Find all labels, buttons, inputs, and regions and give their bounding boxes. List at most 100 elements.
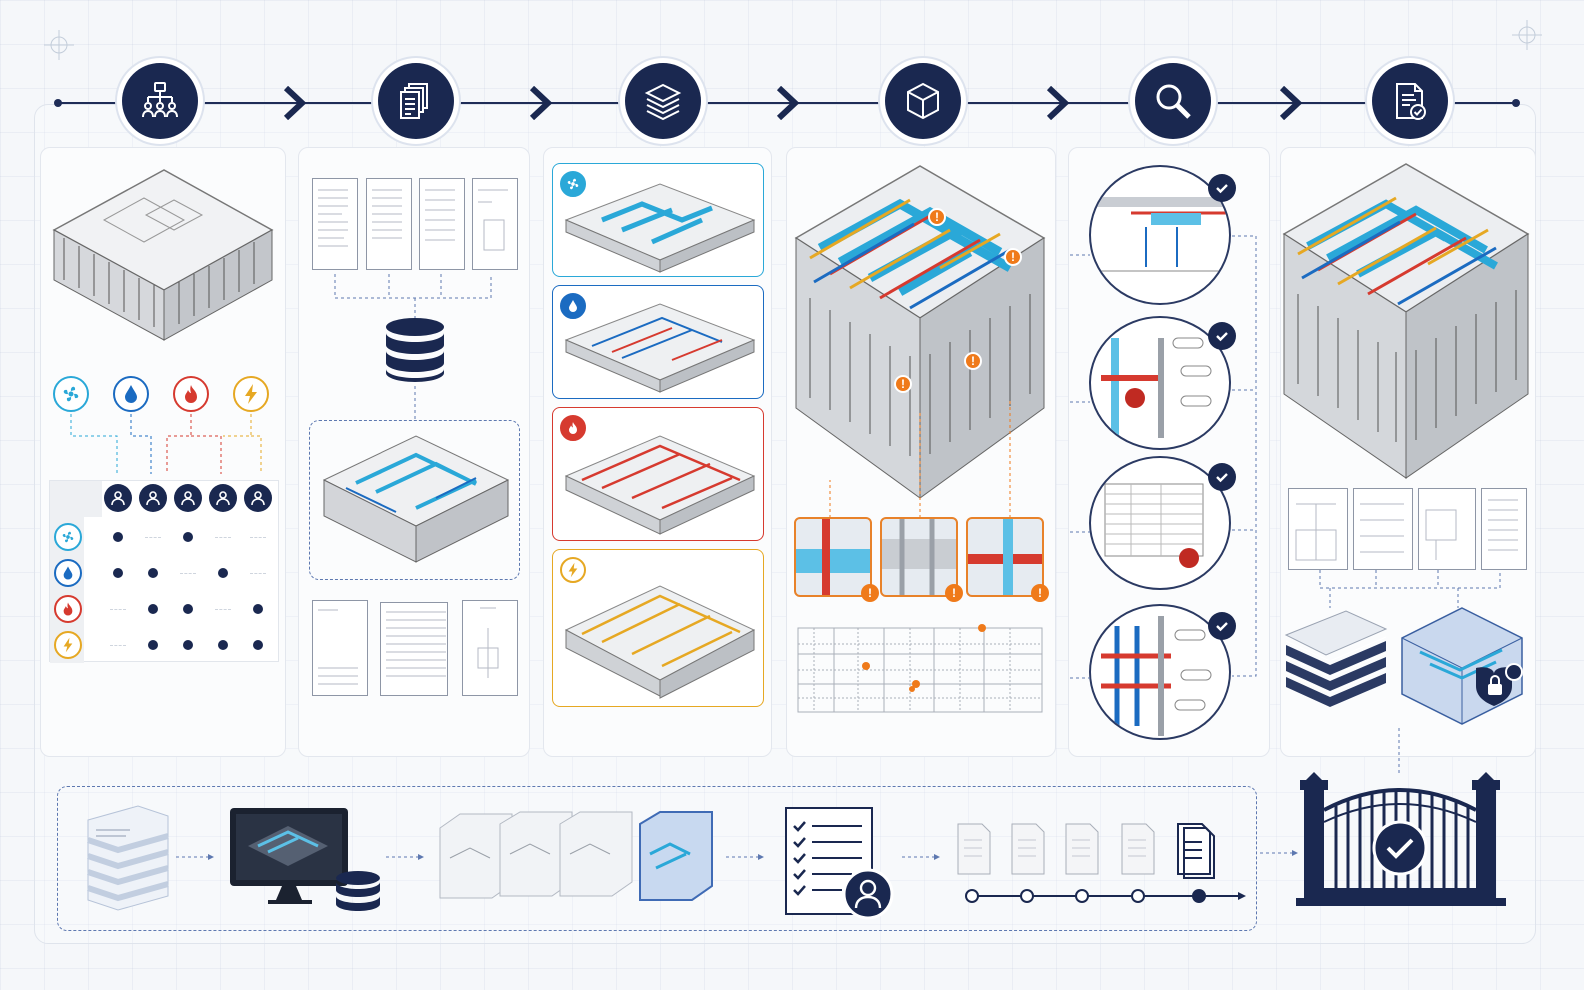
- clash-thumbnail[interactable]: [966, 517, 1044, 597]
- cube-icon: [907, 82, 939, 120]
- floor-plan-clash-map: [797, 624, 1043, 713]
- matrix-assignment-dot: [148, 640, 158, 650]
- spec-document: [312, 178, 358, 270]
- check-icon: [1208, 174, 1236, 202]
- revision-node[interactable]: [1020, 889, 1034, 903]
- review-detail-risers[interactable]: [1089, 604, 1231, 740]
- electrical-model: [564, 585, 756, 699]
- matrix-empty-cell: [215, 537, 231, 538]
- matrix-assignment-dot: [183, 604, 193, 614]
- review-detail-piping[interactable]: [1089, 316, 1231, 450]
- matrix-assignment-dot: [183, 640, 193, 650]
- chevron-right-icon: [1047, 86, 1069, 120]
- checklist-approver-icon: [785, 807, 894, 920]
- monitor-bim-icon: [230, 808, 380, 911]
- crosshair-icon: [1512, 20, 1542, 50]
- chevron-right-icon: [1280, 86, 1302, 120]
- timeline-start-dot: [54, 99, 62, 107]
- crosshair-icon: [44, 30, 74, 60]
- warning-icon: !: [945, 584, 963, 602]
- matrix-empty-cell: [110, 645, 126, 646]
- water-drop-icon: [560, 293, 586, 319]
- final-drawing-sheet: [1353, 488, 1413, 570]
- lightning-icon: [54, 631, 82, 659]
- user-icon: [244, 484, 272, 512]
- timeline-end-dot: [1512, 99, 1520, 107]
- matrix-empty-cell: [215, 609, 231, 610]
- check-icon: [1208, 322, 1236, 350]
- model-versions-icon: [439, 811, 713, 901]
- fan-icon: [560, 171, 586, 197]
- matrix-assignment-dot: [113, 568, 123, 578]
- matrix-assignment-dot: [148, 604, 158, 614]
- timeline-line: [58, 102, 1518, 104]
- warning-icon: !: [1031, 584, 1049, 602]
- approval-gate-icon: [1296, 772, 1506, 906]
- hvac-model: [564, 183, 756, 273]
- db-connector: [414, 386, 416, 420]
- secured-model-icon: [1401, 607, 1523, 725]
- step-1-org-chart[interactable]: [117, 58, 203, 144]
- final-coordinated-model: [1282, 163, 1530, 479]
- lightning-icon: [233, 376, 269, 412]
- flame-icon: [560, 415, 586, 441]
- federated-model-box: [309, 420, 520, 580]
- step-5-review[interactable]: [1130, 58, 1216, 144]
- revision-node[interactable]: [1075, 889, 1089, 903]
- sheet-lines: [318, 607, 499, 685]
- matrix-empty-cell: [110, 609, 126, 610]
- fire-protection-model: [564, 435, 756, 535]
- final-drawing-sheet: [1418, 488, 1476, 570]
- org-chart-icon: [142, 82, 178, 118]
- documents-icon: [400, 83, 428, 119]
- matrix-assignment-dot: [218, 640, 228, 650]
- drawing-sheet: [312, 600, 368, 696]
- matrix-empty-cell: [180, 573, 196, 574]
- fan-icon: [53, 376, 89, 412]
- clash-marker-icon[interactable]: !: [894, 375, 912, 393]
- database-icon: [386, 318, 444, 382]
- check-icon: [1208, 612, 1236, 640]
- lightning-icon: [560, 557, 586, 583]
- matrix-assignment-dot: [253, 604, 263, 614]
- responsibility-matrix: [49, 480, 279, 663]
- doc-lines: [318, 189, 508, 251]
- water-drop-icon: [54, 559, 82, 587]
- matrix-empty-cell: [145, 537, 161, 538]
- revision-node[interactable]: [1192, 889, 1206, 903]
- matrix-assignment-dot: [253, 640, 263, 650]
- flow-arrow: [726, 854, 764, 860]
- chevron-right-icon: [777, 86, 799, 120]
- user-icon: [209, 484, 237, 512]
- clash-marker-icon[interactable]: !: [964, 352, 982, 370]
- chevron-right-icon: [530, 86, 552, 120]
- fan-icon: [54, 523, 82, 551]
- step-6-approval[interactable]: [1367, 58, 1453, 144]
- clash-marker-icon[interactable]: !: [1004, 248, 1022, 266]
- merge-connectors: [334, 274, 492, 318]
- clash-thumbnail[interactable]: [794, 517, 872, 597]
- document-stack-icon: [1284, 610, 1388, 707]
- check-icon: [1208, 463, 1236, 491]
- review-detail-clearance[interactable]: [1089, 165, 1231, 305]
- flow-arrow: [902, 854, 940, 860]
- approved-document-icon: [1396, 83, 1426, 120]
- review-detail-schedule[interactable]: [1089, 456, 1231, 590]
- step-2-documents[interactable]: [373, 58, 459, 144]
- revision-node[interactable]: [1131, 889, 1145, 903]
- magnifier-icon: [1156, 84, 1191, 119]
- gate-connector: [1398, 728, 1400, 776]
- step-3-layers[interactable]: [620, 58, 706, 144]
- flow-arrow: [386, 854, 424, 860]
- clash-callout-connectors: [829, 400, 1011, 518]
- user-icon: [139, 484, 167, 512]
- clash-marker-icon[interactable]: !: [928, 208, 946, 226]
- final-sheet-lines: [1295, 499, 1518, 561]
- handover-process-row: [57, 786, 1257, 931]
- revision-node[interactable]: [965, 889, 979, 903]
- document-revision-timeline: [957, 823, 1246, 900]
- final-drawing-sheet: [1288, 488, 1348, 570]
- user-icon: [104, 484, 132, 512]
- step-4-cube[interactable]: [880, 58, 966, 144]
- clash-thumbnail[interactable]: [880, 517, 958, 597]
